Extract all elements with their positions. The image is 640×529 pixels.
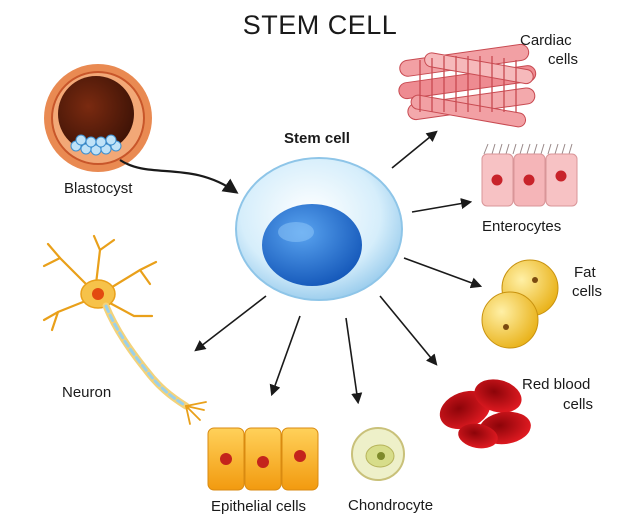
diagram-title: STEM CELL xyxy=(242,10,398,40)
enterocytes-icon xyxy=(481,143,578,207)
chondrocyte-icon xyxy=(351,427,405,481)
stem-cell-label: Stem cell xyxy=(284,130,350,147)
cardiac-label-line2: cells xyxy=(548,51,579,68)
fat-cells-icon xyxy=(481,259,559,349)
arrow-to-epithelial xyxy=(269,315,301,397)
arrow-blastocyst-to-stem xyxy=(119,159,239,194)
epithelial-cells-icon xyxy=(207,427,319,491)
red-blood-label-line1: Red blood xyxy=(522,376,591,393)
epithelial-label: Epithelial cells xyxy=(211,498,307,515)
blastocyst-icon xyxy=(44,64,152,172)
cardiac-cells-icon xyxy=(398,43,537,128)
blastocyst-label: Blastocyst xyxy=(64,180,133,197)
arrow-to-enterocytes xyxy=(411,198,473,213)
neuron-label: Neuron xyxy=(62,384,112,401)
cardiac-label-line1: Cardiac xyxy=(520,32,572,49)
arrow-to-neuron xyxy=(194,295,267,352)
arrow-to-fat xyxy=(403,257,483,289)
arrow-to-cardiac xyxy=(391,130,438,169)
neuron-icon xyxy=(42,234,207,425)
arrow-to-chondrocyte xyxy=(345,317,363,405)
arrow-to-red-blood xyxy=(379,295,438,366)
enterocytes-label: Enterocytes xyxy=(482,218,562,235)
chondrocyte-label: Chondrocyte xyxy=(348,497,434,514)
fat-label-line2: cells xyxy=(572,283,603,300)
red-blood-label-line2: cells xyxy=(563,396,594,413)
fat-label-line1: Fat xyxy=(574,264,596,281)
stem-cell-icon xyxy=(235,157,403,301)
red-blood-cells-icon xyxy=(439,379,531,449)
